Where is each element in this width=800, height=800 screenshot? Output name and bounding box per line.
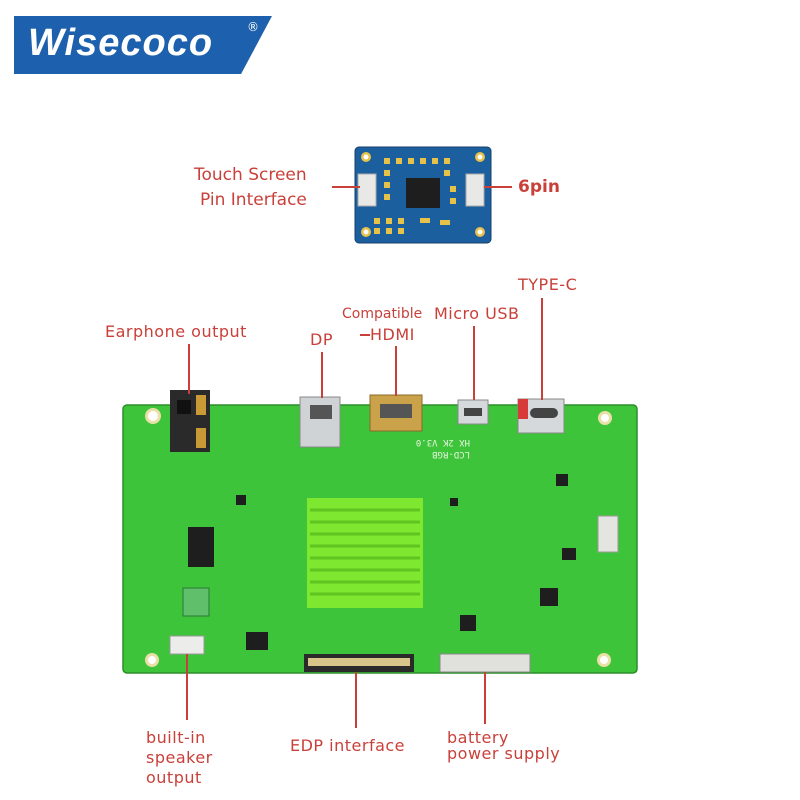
- six-pin-label: 6pin: [518, 177, 560, 197]
- touch-pointer-line: [332, 186, 360, 188]
- micro-usb-pointer-line: [473, 326, 475, 400]
- dp-label: DP: [310, 330, 333, 349]
- logo-text: Wisecoco: [28, 22, 214, 64]
- speaker-pointer-line: [186, 654, 188, 720]
- battery-label-1: battery: [447, 728, 509, 747]
- hdmi-pointer-line: [395, 346, 397, 396]
- hdmi-dash: [360, 334, 370, 336]
- logo-background: [14, 16, 272, 74]
- dp-pointer-line: [321, 352, 323, 398]
- battery-pointer-line: [484, 672, 486, 724]
- edp-pointer-line: [355, 672, 357, 728]
- earphone-label: Earphone output: [105, 322, 247, 341]
- micro-usb-label: Micro USB: [434, 304, 520, 323]
- hdmi-label-2: HDMI: [370, 325, 415, 344]
- battery-label-2: power supply: [447, 744, 561, 763]
- svg-text:HX 2K V3.0: HX 2K V3.0: [416, 437, 470, 447]
- registered-mark: ®: [247, 20, 259, 34]
- speaker-label-2: speaker: [146, 748, 213, 767]
- earphone-pointer-line: [188, 344, 190, 394]
- touch-screen-label-1: Touch Screen: [194, 165, 307, 185]
- speaker-label-3: output: [146, 768, 202, 787]
- brand-logo: Wisecoco ®: [14, 16, 272, 74]
- six-pin-pointer-line: [484, 186, 512, 188]
- speaker-label-1: built-in: [146, 728, 206, 747]
- hdmi-label-1: Compatible: [342, 306, 423, 322]
- type-c-pointer-line: [541, 298, 543, 400]
- type-c-label: TYPE-C: [518, 275, 578, 294]
- svg-text:LCD-RGB: LCD-RGB: [432, 449, 470, 459]
- touch-screen-label-2: Pin Interface: [200, 190, 307, 210]
- edp-label: EDP interface: [290, 736, 406, 755]
